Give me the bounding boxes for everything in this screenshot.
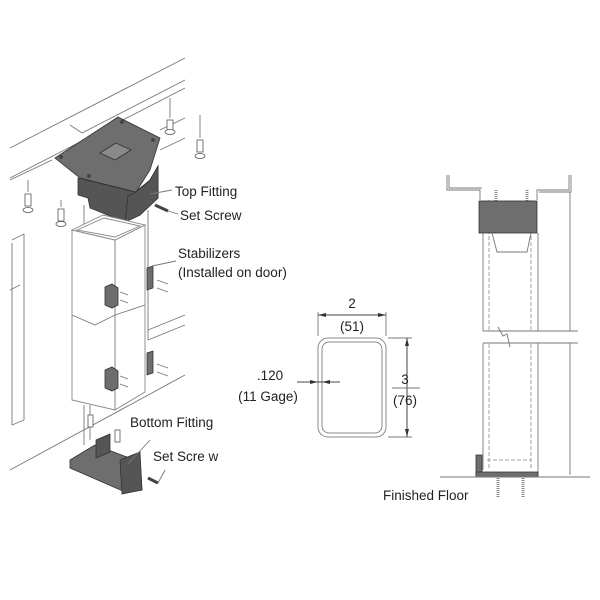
bottom-fitting — [69, 414, 166, 495]
wall-gage: (11 Gage) — [238, 389, 298, 404]
top-set-screw-label: Set Screw — [180, 208, 242, 223]
mullion-tube — [70, 214, 147, 411]
exploded-view: Top Fitting Set Screw Stabilizers (Insta… — [9, 57, 287, 495]
screw-icon — [194, 115, 206, 159]
stabilizers — [104, 260, 177, 392]
stabilizers-label: Stabilizers — [178, 246, 241, 261]
elevation-view: Finished Floor — [383, 175, 600, 503]
bottom-set-screw-label: Set Scre w — [153, 449, 219, 464]
mounting-screws — [22, 98, 206, 227]
set-screw-icon — [154, 203, 179, 215]
depth-mm: (76) — [393, 393, 417, 408]
width-inches: 2 — [348, 296, 356, 311]
wall-thickness: .120 — [257, 368, 283, 383]
top-fitting-label: Top Fitting — [175, 184, 237, 199]
screw-icon — [164, 98, 176, 135]
screw-icon — [22, 180, 34, 213]
elevation-top-fitting — [478, 200, 538, 234]
stabilizers-note: (Installed on door) — [178, 265, 287, 280]
tube-section-view: 2 (51) .120 (11 Gage) 3 (76) — [238, 296, 420, 438]
depth-inches: 3 — [401, 372, 409, 387]
width-mm: (51) — [340, 319, 364, 334]
elevation-bottom-fitting — [475, 471, 539, 478]
finished-floor-label: Finished Floor — [383, 488, 469, 503]
bottom-fitting-label: Bottom Fitting — [130, 415, 213, 430]
top-fitting — [54, 116, 173, 223]
screw-icon — [55, 200, 67, 227]
header-wall-lines — [9, 57, 186, 471]
